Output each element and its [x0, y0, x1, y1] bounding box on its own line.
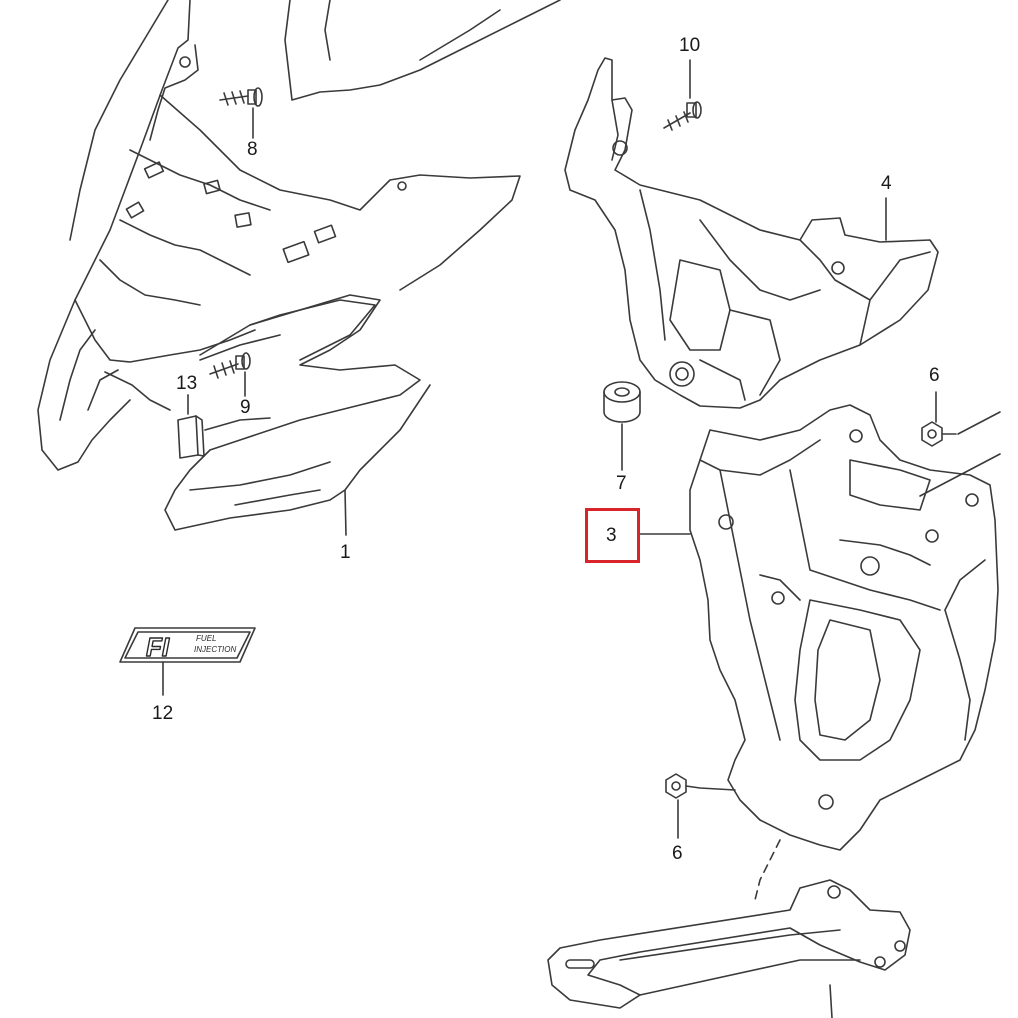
callout-1[interactable]: 1: [340, 542, 351, 563]
upper-fairing: [37, 0, 521, 471]
leader-lines: [187, 197, 887, 535]
part-6-bolt-upper[interactable]: [920, 392, 1000, 496]
emblem-mark: FI: [146, 632, 170, 662]
part-3-headlight-bracket[interactable]: [690, 405, 998, 850]
windscreen-outline: [284, 0, 561, 101]
callout-7[interactable]: 7: [616, 473, 627, 494]
callout-3-highlight-box: [585, 508, 640, 563]
lower-stay[interactable]: [548, 840, 910, 1018]
emblem-lettering: FI FUEL INJECTION: [145, 631, 236, 662]
callout-10[interactable]: 10: [679, 35, 701, 56]
callout-4[interactable]: 4: [881, 173, 892, 194]
part-12-fi-emblem[interactable]: [120, 628, 255, 695]
callout-13[interactable]: 13: [176, 373, 198, 394]
part-7-grommet[interactable]: [604, 382, 640, 470]
callout-12[interactable]: 12: [152, 703, 174, 724]
part-1-side-cowling[interactable]: [165, 295, 430, 535]
callout-3[interactable]: 3: [606, 525, 617, 546]
part-8-screw[interactable]: [220, 88, 262, 138]
callout-9[interactable]: 9: [240, 397, 251, 418]
part-10-screw[interactable]: [664, 60, 701, 130]
part-13-clip[interactable]: [178, 395, 204, 458]
emblem-line2: INJECTION: [194, 645, 236, 654]
part-4-meter-bracket[interactable]: [565, 58, 938, 408]
part-6-bolt-lower[interactable]: [666, 774, 735, 838]
callout-6-lower[interactable]: 6: [672, 843, 683, 864]
callout-8[interactable]: 8: [247, 139, 258, 160]
part-9-screw[interactable]: [210, 353, 250, 396]
emblem-line1: FUEL: [196, 634, 216, 643]
callout-6-upper[interactable]: 6: [929, 365, 940, 386]
